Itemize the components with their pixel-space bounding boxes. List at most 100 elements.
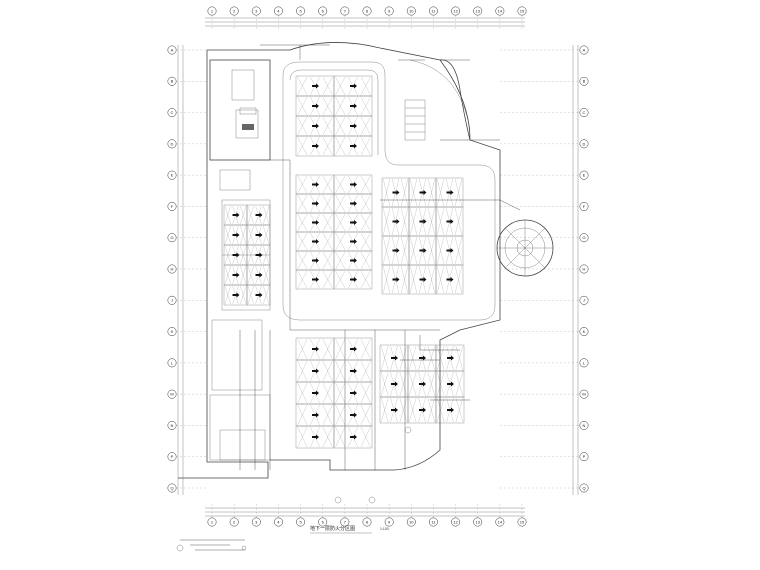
axis-right-bubble — [579, 327, 589, 337]
axis-left-label: K — [171, 329, 174, 334]
axis-left-label: M — [170, 392, 173, 397]
flow-arrow-icon — [312, 434, 319, 440]
axis-right-bubble — [579, 108, 589, 118]
axis-left-label: H — [171, 266, 174, 271]
axis-bottom-label: 3 — [255, 519, 258, 524]
flow-arrow-icon — [446, 277, 454, 282]
bottom-dimension-band — [205, 507, 525, 517]
flow-arrow-icon — [312, 220, 319, 225]
axis-right-bubble — [579, 139, 589, 149]
flow-arrow-icon — [350, 434, 357, 440]
top-dimension-band — [205, 17, 525, 27]
flow-arrow-icon — [312, 143, 319, 149]
axis-left-label: L — [171, 360, 174, 365]
axis-bottom-label: 15 — [520, 519, 525, 524]
flow-arrow-icon — [392, 248, 400, 253]
parking-cell — [435, 396, 465, 424]
parking-zone-center-left — [295, 174, 373, 290]
stair-northeast — [404, 99, 426, 141]
axis-right-bubble — [579, 76, 589, 86]
axis-right-label: N — [583, 423, 586, 428]
axis-left-label: A — [171, 47, 174, 52]
flow-arrow-icon — [232, 232, 240, 238]
flow-arrow-icon — [350, 390, 357, 396]
axis-right-label: C — [583, 110, 586, 115]
flow-arrow-icon — [312, 258, 319, 263]
flow-arrow-icon — [312, 103, 319, 109]
axis-left-label: B — [171, 79, 174, 84]
flow-arrow-icon — [447, 407, 454, 413]
axis-bottom-label: 13 — [475, 519, 480, 524]
flow-arrow-icon — [350, 258, 357, 263]
flow-arrow-icon — [350, 277, 357, 282]
axis-bottom-label: 10 — [409, 519, 414, 524]
axis-right-label: M — [582, 392, 585, 397]
flow-arrow-icon — [255, 272, 263, 278]
axis-top-label: 11 — [431, 8, 436, 13]
flow-arrow-icon — [232, 272, 240, 278]
title-block: 地下一层防火分区图 1:100 — [310, 525, 389, 534]
flow-arrow-icon — [350, 182, 357, 187]
axis-bottom-label: 1 — [211, 519, 214, 524]
axis-left-label: J — [171, 298, 173, 303]
flow-arrow-icon — [350, 83, 357, 89]
flow-arrow-icon — [232, 212, 240, 218]
flow-arrow-icon — [350, 103, 357, 109]
flow-arrow-icon — [255, 252, 263, 258]
ramp-loop — [282, 61, 496, 321]
flow-arrow-icon — [312, 277, 319, 282]
flow-arrow-icon — [391, 355, 398, 361]
axis-left-label: D — [171, 141, 174, 146]
flow-arrow-icon — [446, 219, 454, 224]
axis-right-bubble — [579, 45, 589, 55]
axis-left-label: G — [170, 235, 173, 240]
axis-right-label: L — [583, 360, 586, 365]
flow-arrow-icon — [419, 381, 426, 387]
axis-right-label: F — [583, 204, 586, 209]
axis-top-label: 9 — [388, 8, 391, 13]
flow-arrow-icon — [312, 390, 319, 396]
axis-right-label: G — [582, 235, 585, 240]
axis-right-bubble — [579, 452, 589, 462]
axis-right-label: E — [583, 173, 586, 178]
flow-arrow-icon — [350, 346, 357, 352]
flow-arrow-icon — [255, 212, 263, 218]
flow-arrow-icon — [391, 407, 398, 413]
axis-bottom-label: 11 — [431, 519, 436, 524]
reference-markers — [176, 426, 412, 552]
parking-cell — [333, 425, 373, 449]
axis-right-label: H — [583, 266, 586, 271]
flow-arrow-icon — [232, 292, 240, 298]
axis-top-label: 13 — [475, 8, 480, 13]
axis-right-bubble — [579, 483, 589, 493]
parking-zone-center-right — [381, 177, 464, 295]
axis-left-label: E — [171, 173, 174, 178]
axis-right-bubble — [579, 358, 589, 368]
axis-right-label: A — [583, 47, 586, 52]
flow-arrow-icon — [312, 182, 319, 187]
axis-top-label: 12 — [453, 8, 458, 13]
flow-arrow-icon — [392, 190, 400, 195]
axis-bottom-label: 12 — [453, 519, 458, 524]
axis-top-label: 5 — [299, 8, 302, 13]
axis-bottom-label: 14 — [498, 519, 503, 524]
flow-arrow-icon — [350, 201, 357, 206]
flow-arrow-icon — [419, 248, 427, 253]
axis-right-bubble — [579, 264, 589, 274]
axis-bottom-label: 7 — [344, 519, 347, 524]
axis-right-label: P — [583, 454, 586, 459]
axis-right-bubble — [579, 420, 589, 430]
structural-grid — [176, 15, 580, 518]
drawing-title: 地下一层防火分区图 — [310, 525, 355, 532]
parking-cell — [246, 284, 271, 306]
axis-top-label: 3 — [255, 8, 258, 13]
flow-arrow-icon — [255, 292, 263, 298]
building-outline — [178, 42, 501, 479]
flow-arrow-icon — [419, 219, 427, 224]
parking-cell — [435, 264, 464, 295]
axis-top-label: 10 — [409, 8, 414, 13]
flow-arrow-icon — [312, 201, 319, 206]
